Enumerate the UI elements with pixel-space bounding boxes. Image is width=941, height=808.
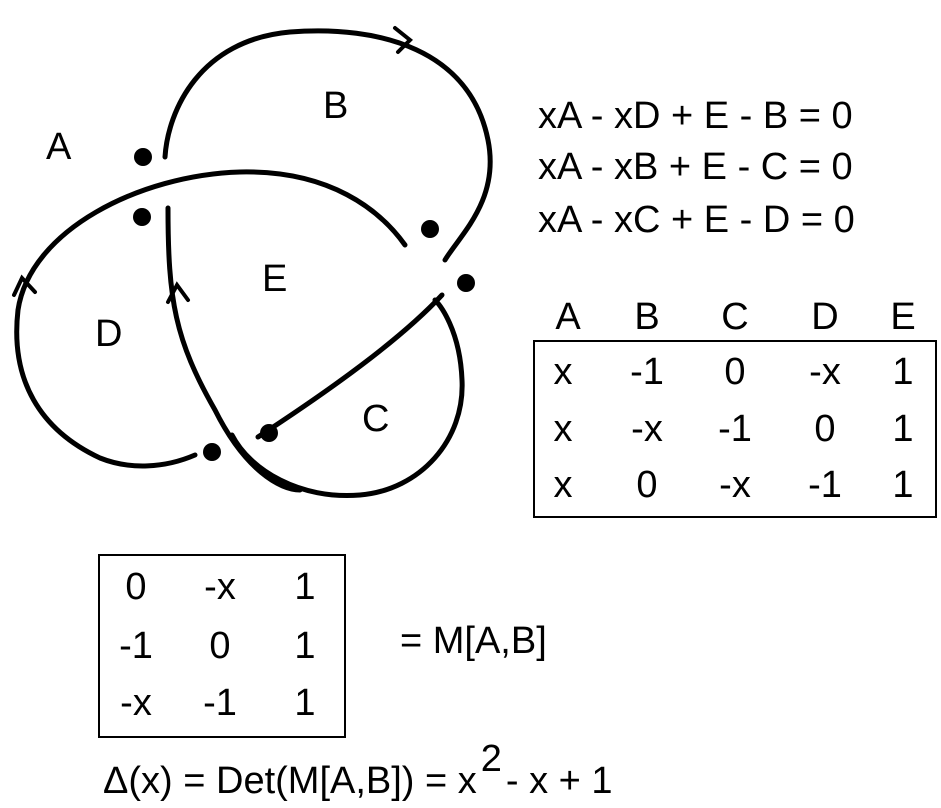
knot-arc-left: [165, 205, 303, 493]
table-cell: x: [553, 464, 573, 506]
knot-arc-diagonal: [255, 292, 445, 440]
crossing-dot: [421, 220, 439, 238]
table-cell: 0: [814, 408, 836, 450]
table-header: B: [634, 296, 660, 338]
table-cell: x: [553, 351, 573, 393]
table-cell: -x: [719, 464, 751, 506]
minor-label: = M[A,B]: [400, 620, 547, 662]
table-header: E: [890, 296, 916, 338]
matrix-cell: 1: [294, 566, 316, 608]
matrix-cell: -1: [203, 682, 237, 724]
matrix-cell: 1: [294, 625, 316, 667]
equation-1: xA - xD + E - B = 0: [538, 95, 853, 137]
matrix-cell: -x: [120, 682, 152, 724]
result-prefix: Δ(x) = Det(M[A,B]) = x: [103, 760, 477, 802]
result-exponent: 2: [480, 738, 502, 780]
result-suffix: - x + 1: [505, 760, 613, 802]
arrow-top: [393, 26, 413, 54]
matrix-cell: -x: [204, 566, 236, 608]
region-label-e: E: [262, 258, 288, 300]
knot-arc-top: [162, 28, 493, 263]
table-cell: 1: [892, 351, 914, 393]
table-cell: 1: [892, 464, 914, 506]
crossing-dot: [457, 274, 475, 292]
equation-3: xA - xC + E - D = 0: [538, 199, 855, 241]
arrow-left: [12, 274, 37, 297]
table-cell: x: [553, 408, 573, 450]
matrix-cell: 0: [125, 566, 147, 608]
determinant-result: Δ(x) = Det(M[A,B]) = x2- x + 1: [103, 740, 613, 802]
table-cell: -x: [809, 351, 841, 393]
minor-matrix: [98, 554, 346, 738]
equation-2: xA - xB + E - C = 0: [538, 146, 853, 188]
table-header: D: [811, 296, 839, 338]
matrix-cell: -1: [119, 625, 153, 667]
crossing-dot: [260, 424, 278, 442]
crossing-dot: [133, 208, 151, 226]
crossing-dot: [134, 148, 152, 166]
region-label-c: C: [362, 398, 390, 440]
matrix-cell: 0: [209, 625, 231, 667]
table-cell: -1: [630, 351, 664, 393]
crossing-dot: [203, 443, 221, 461]
coefficient-matrix: [533, 340, 937, 518]
region-label-d: D: [95, 313, 123, 355]
matrix-cell: 1: [294, 682, 316, 724]
table-cell: -x: [631, 408, 663, 450]
knot-arc-bottom: [229, 297, 465, 499]
table-cell: -1: [808, 464, 842, 506]
table-cell: 0: [724, 351, 746, 393]
region-label-a: A: [46, 126, 72, 168]
region-label-b: B: [323, 85, 349, 127]
knot-arc-loop-left: [14, 169, 408, 469]
table-header: C: [721, 296, 749, 338]
table-header: A: [555, 296, 581, 338]
table-cell: 0: [636, 464, 658, 506]
arrow-middle: [166, 281, 190, 304]
table-cell: 1: [892, 408, 914, 450]
table-cell: -1: [718, 408, 752, 450]
